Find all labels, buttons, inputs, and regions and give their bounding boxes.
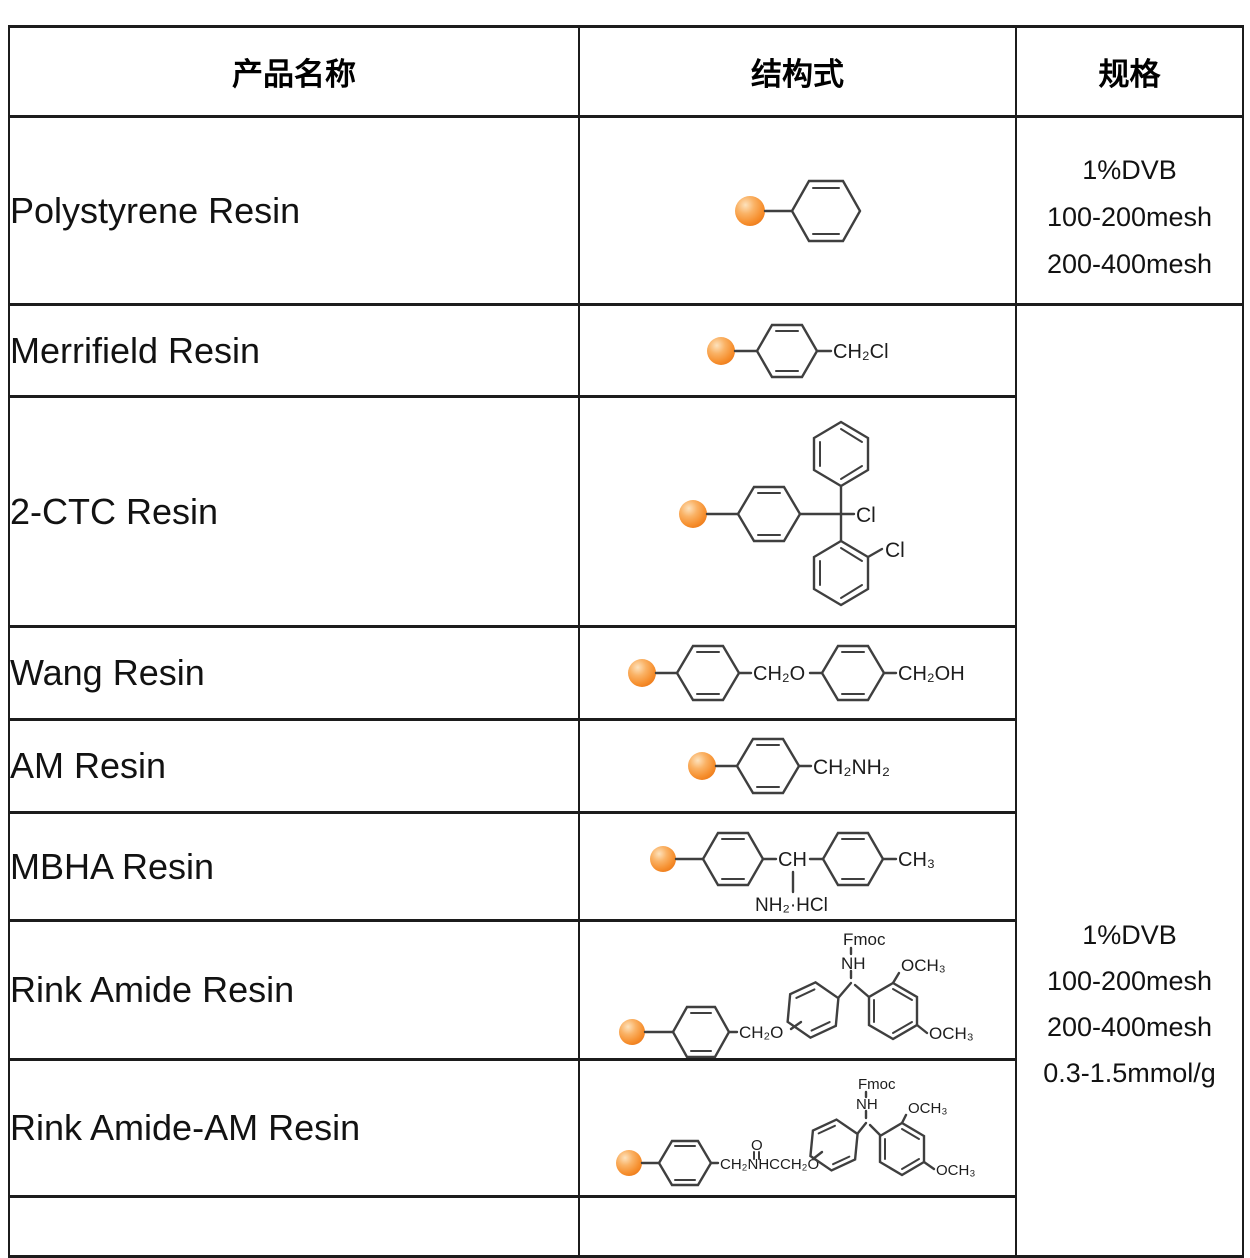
spec-line: 100-200mesh	[1046, 966, 1213, 996]
product-name-2ctc: 2-CTC Resin	[8, 395, 580, 628]
product-name-mbha: MBHA Resin	[8, 811, 580, 922]
table-row: Wang Resin CH₂O CH₂OH	[8, 625, 1243, 721]
table-row: Polystyrene Resin 1%DVB 100-200mesh 200-…	[8, 115, 1244, 306]
header-product-name: 产品名称	[8, 25, 580, 118]
formula-label: NH	[841, 954, 866, 973]
formula-label: Fmoc	[843, 930, 886, 949]
formula-label: CH₂O	[753, 663, 805, 685]
catalog-page: 产品名称 结构式 规格 Polystyrene Resin 1%DVB 100-…	[8, 25, 1244, 1258]
structure-cell-merrifield: CH₂Cl	[578, 303, 1017, 398]
formula-label: Fmoc	[858, 1076, 896, 1093]
formula-label: CH₂OH	[898, 663, 965, 685]
formula-label: CH₂NHCCH₂O	[720, 1156, 819, 1173]
structure-merrifield: CH₂Cl	[706, 323, 889, 378]
resin-bead-icon	[706, 336, 735, 365]
formula-label: Cl	[885, 539, 905, 562]
spec-line: 0.3-1.5mmol/g	[1043, 1058, 1216, 1088]
benzene-ring	[785, 980, 840, 1039]
resin-bead-icon	[615, 1150, 642, 1176]
product-name-polystyrene: Polystyrene Resin	[8, 115, 580, 306]
benzene-ring	[820, 644, 885, 702]
formula-label: Cl	[856, 504, 876, 527]
spec-line: 1%DVB	[1082, 155, 1177, 185]
product-name-am: AM Resin	[8, 718, 580, 814]
table-row: Rink Amide Resin CH₂O	[8, 919, 1243, 1061]
benzene-ring	[701, 831, 764, 887]
structure-rink-amide-am: CH₂NHCCH₂O O NH Fmoc	[615, 1076, 975, 1187]
benzene-ring	[736, 485, 801, 542]
product-name-merrifield: Merrifield Resin	[8, 303, 580, 398]
formula-label: NH	[856, 1096, 878, 1113]
spec-line: 1%DVB	[1082, 920, 1177, 950]
table-row: Rink Amide-AM Resin CH₂NHCCH₂O O	[8, 1058, 1243, 1198]
product-name-rink-amide-am: Rink Amide-AM Resin	[8, 1058, 580, 1198]
benzene-ring	[657, 1139, 712, 1187]
benzene-ring	[755, 323, 818, 378]
header-spec: 规格	[1015, 25, 1244, 118]
formula-label: CH₂O	[739, 1023, 783, 1042]
header-structure: 结构式	[578, 25, 1017, 118]
formula-label: O	[751, 1137, 763, 1154]
structure-cell-2ctc: Cl Cl	[578, 395, 1017, 628]
benzene-ring	[675, 644, 740, 702]
header-row: 产品名称 结构式 规格	[8, 25, 1244, 118]
structure-mbha: CH CH₃ NH₂·HCl	[649, 831, 935, 916]
benzene-ring	[790, 179, 861, 242]
spec-line: 200-400mesh	[1046, 249, 1213, 279]
formula-label: NH₂·HCl	[755, 895, 828, 916]
spec-cell-polystyrene: 1%DVB 100-200mesh 200-400mesh	[1015, 115, 1244, 306]
benzene-ring	[812, 420, 869, 487]
structure-cell-rink-amide: CH₂O NH Fmoc	[578, 919, 1017, 1061]
benzene-ring	[878, 1121, 925, 1177]
benzene-ring	[671, 1005, 730, 1058]
structure-am: CH₂NH₂	[687, 737, 890, 795]
table-row: 2-CTC Resin Cl	[8, 395, 1243, 628]
structure-cell-empty	[578, 1195, 1017, 1258]
product-name-empty	[8, 1195, 580, 1258]
table-row: AM Resin CH₂NH₂	[8, 718, 1243, 814]
formula-label: OCH₃	[936, 1162, 975, 1179]
benzene-ring	[821, 831, 884, 887]
spec-lines: 1%DVB 100-200mesh 200-400mesh 0.3-1.5mmo…	[1017, 912, 1242, 1096]
formula-label: CH₂NH₂	[813, 756, 890, 779]
benzene-ring	[867, 981, 918, 1040]
resin-bead-icon	[627, 659, 656, 687]
product-name-wang: Wang Resin	[8, 625, 580, 721]
structure-2ctc: Cl Cl	[678, 420, 905, 606]
formula-label: OCH₃	[901, 956, 946, 975]
product-name-rink-amide: Rink Amide Resin	[8, 919, 580, 1061]
formula-label: CH₂Cl	[833, 341, 889, 363]
formula-label: CH	[778, 849, 807, 871]
structure-cell-am: CH₂NH₂	[578, 718, 1017, 814]
structure-cell-rink-amide-am: CH₂NHCCH₂O O NH Fmoc	[578, 1058, 1017, 1198]
structure-rink-amide: CH₂O NH Fmoc	[618, 930, 974, 1058]
resin-bead-icon	[687, 752, 716, 780]
structure-cell-mbha: CH CH₃ NH₂·HCl	[578, 811, 1017, 922]
resin-product-table: 产品名称 结构式 规格 Polystyrene Resin 1%DVB 100-…	[8, 25, 1244, 1258]
formula-label: OCH₃	[908, 1100, 947, 1117]
spec-line: 100-200mesh	[1046, 202, 1213, 232]
resin-bead-icon	[649, 846, 676, 872]
spec-cell-shared: 1%DVB 100-200mesh 200-400mesh 0.3-1.5mmo…	[1015, 303, 1244, 1258]
formula-label: OCH₃	[929, 1024, 974, 1043]
formula-label: CH₃	[898, 849, 935, 871]
table-row: MBHA Resin CH CH₃	[8, 811, 1243, 922]
structure-cell-polystyrene	[578, 115, 1017, 306]
benzene-ring	[735, 737, 800, 795]
table-row: Merrifield Resin CH₂Cl 1%DVB 100-200mesh…	[8, 303, 1244, 1258]
structure-wang: CH₂O CH₂OH	[627, 644, 965, 702]
spec-line: 200-400mesh	[1046, 1012, 1213, 1042]
benzene-ring	[812, 539, 869, 606]
structure-polystyrene	[734, 179, 861, 242]
resin-bead-icon	[734, 195, 765, 226]
structure-cell-wang: CH₂O CH₂OH	[578, 625, 1017, 721]
resin-bead-icon	[618, 1018, 645, 1045]
spec-lines: 1%DVB 100-200mesh 200-400mesh	[1017, 133, 1242, 288]
resin-bead-icon	[678, 499, 707, 528]
